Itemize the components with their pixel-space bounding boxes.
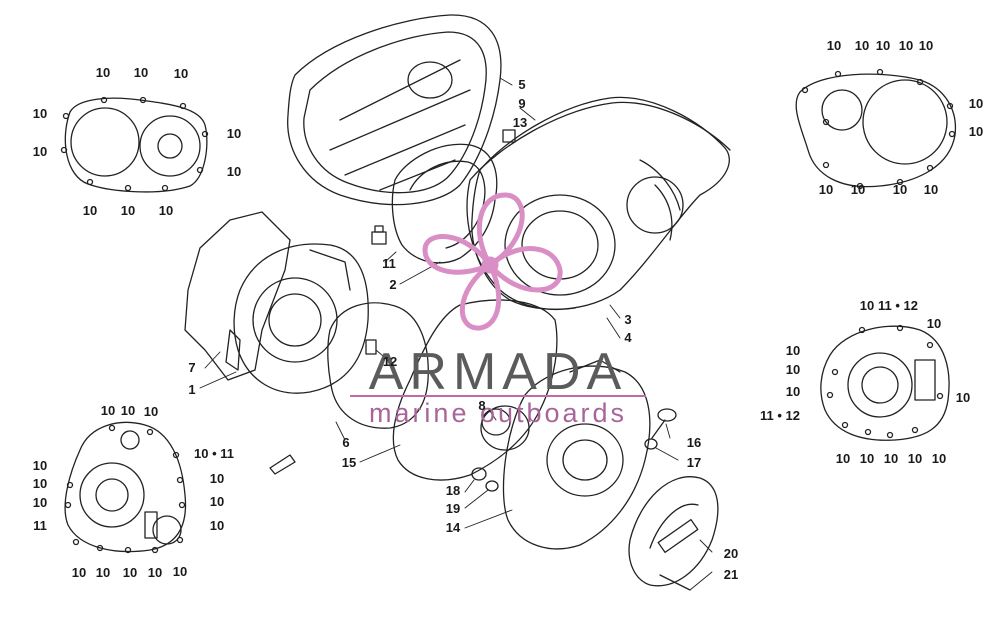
callout-label: 10 (226, 126, 242, 141)
callout-label: 10 (209, 494, 225, 509)
callout-label: 10 (907, 451, 923, 466)
callout-label: 10 (859, 451, 875, 466)
callout-label: 10 (100, 403, 116, 418)
inner-shroud (371, 143, 498, 264)
callout-label: 10 (133, 65, 149, 80)
callout-label: 10 (173, 66, 189, 81)
callout-label: 4 (624, 330, 632, 345)
callout-label: 10 (835, 451, 851, 466)
callout-label: 10 (785, 343, 801, 358)
callout-label: 18 (445, 483, 461, 498)
callout-label: 10 (898, 38, 914, 53)
callout-label: 10 (209, 518, 225, 533)
oil-dipstick-16 (651, 408, 677, 439)
callout-label: 10 (32, 458, 48, 473)
callout-label: 9 (518, 96, 526, 111)
callout-label: 11 • 12 (760, 408, 800, 423)
callout-label: 10 (850, 182, 866, 197)
callout-label: 10 (32, 106, 48, 121)
fitting-13 (502, 129, 516, 143)
callout-label: 10 (95, 65, 111, 80)
callout-label: 10 (122, 565, 138, 580)
clutch-cover-bolt-view-top-left (60, 96, 209, 193)
callout-label: 10 (859, 298, 875, 313)
callout-label: 5 (518, 77, 526, 92)
callout-label: 10 (785, 384, 801, 399)
clutch-housing (471, 96, 730, 310)
washer-19 (485, 480, 499, 492)
clutch-cover-bolt-view-top-right (795, 68, 957, 190)
callout-label: 13 (512, 115, 528, 130)
dowel-12 (365, 339, 377, 355)
callout-label: 7 (188, 360, 196, 375)
o-ring-17 (644, 438, 658, 450)
callout-label: 1 (188, 382, 196, 397)
callout-label: 10 (226, 164, 242, 179)
callout-label: 10 (32, 476, 48, 491)
leader-lines (199, 77, 713, 591)
callout-label: 10 (968, 124, 984, 139)
callout-label: 10 (172, 564, 188, 579)
callout-label: 15 (341, 455, 357, 470)
callout-label: 10 (955, 390, 971, 405)
callout-label: 6 (342, 435, 350, 450)
callout-label: 14 (445, 520, 461, 535)
callout-label: 10 (918, 38, 934, 53)
clip (269, 454, 296, 475)
watermark-divider (350, 395, 646, 397)
callout-label: 10 (931, 451, 947, 466)
callout-label: 10 (875, 38, 891, 53)
watermark-subtitle: marine outboards (368, 398, 628, 428)
callout-label: 10 (32, 144, 48, 159)
callout-label: 10 (32, 495, 48, 510)
callout-label: 10 (785, 362, 801, 377)
callout-label: 10 (883, 451, 899, 466)
callout-label: 8 (478, 398, 486, 413)
callout-label: 10 • 11 (194, 446, 234, 461)
callout-label: 20 (723, 546, 739, 561)
stator-cover-bolt-view-left (64, 421, 187, 554)
callout-label: 10 (143, 404, 159, 419)
inner-crankcase-cover (225, 243, 369, 394)
callout-label: 10 (892, 182, 908, 197)
callout-label: 3 (624, 312, 632, 327)
callout-label: 12 (382, 354, 398, 369)
callout-label: 11 (382, 256, 396, 271)
outer-clutch-cover (287, 14, 502, 206)
callout-label: 10 (818, 182, 834, 197)
callout-label: 16 (686, 435, 702, 450)
gasket-7 (184, 211, 291, 381)
gasket-15 (392, 299, 558, 481)
callout-label: 10 (120, 403, 136, 418)
gasket-8 (480, 405, 530, 451)
watermark-title: ARMADA (368, 343, 628, 401)
callout-label: 10 (209, 471, 225, 486)
callout-label: 10 (82, 203, 98, 218)
callout-label: 2 (389, 277, 397, 292)
callout-label: 17 (686, 455, 702, 470)
callout-label: 10 (71, 565, 87, 580)
callout-label: 21 (723, 567, 739, 582)
plug-18 (471, 467, 487, 481)
outer-stator-cover (628, 476, 719, 587)
callout-label: 10 (826, 38, 842, 53)
callout-label: 11 (33, 518, 47, 533)
callout-label: 10 (147, 565, 163, 580)
screw-21 (659, 574, 691, 591)
callout-label: 10 (968, 96, 984, 111)
callout-label: 19 (445, 501, 461, 516)
callout-label: 10 (120, 203, 136, 218)
callout-label: 10 (926, 316, 942, 331)
callout-label: 11 • 12 (878, 298, 918, 313)
watermark-logo-icon (422, 192, 563, 331)
callout-label: 10 (158, 203, 174, 218)
gasket-6 (327, 302, 429, 429)
callout-label: 10 (854, 38, 870, 53)
callout-label: 10 (923, 182, 939, 197)
stator-cover-bolt-view-right (820, 324, 950, 441)
callout-label: 10 (95, 565, 111, 580)
